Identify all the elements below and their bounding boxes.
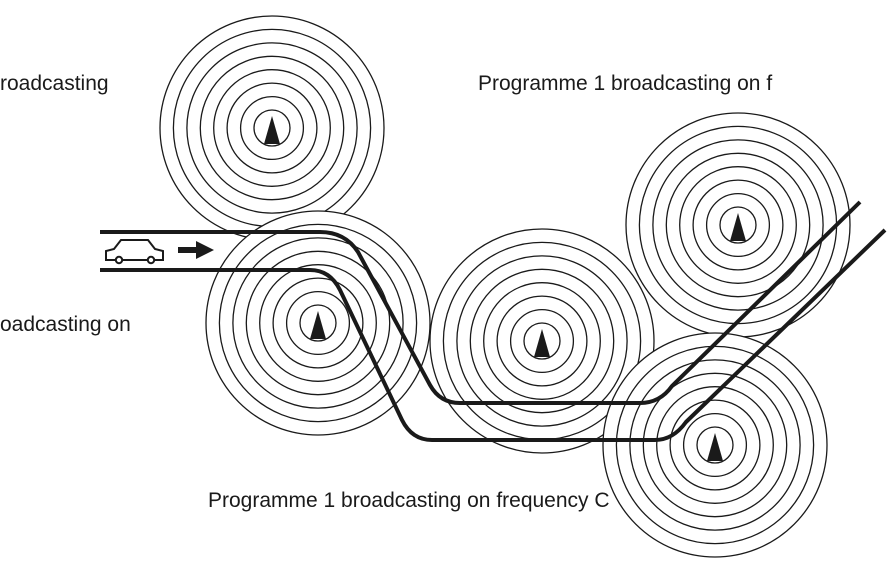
road-upper-edge <box>100 200 862 405</box>
signal-ring <box>456 255 628 427</box>
signal-ring <box>186 42 358 214</box>
label-top-right: Programme 1 broadcasting on f <box>478 72 773 95</box>
transmitter-4 <box>625 112 851 338</box>
antenna-icon <box>730 213 746 241</box>
label-middle-left: oadcasting on <box>0 313 131 336</box>
transmitter-2 <box>205 210 431 436</box>
signal-ring <box>199 55 345 201</box>
signal-ring <box>213 69 331 187</box>
signal-ring <box>656 386 774 504</box>
signal-ring <box>245 250 391 396</box>
label-top-left: roadcasting <box>0 72 109 95</box>
transmitter-1 <box>159 15 385 241</box>
signal-ring <box>253 109 291 147</box>
signal-ring <box>679 166 797 284</box>
signal-ring <box>652 139 824 311</box>
signal-ring <box>232 237 404 409</box>
signal-ring <box>669 399 761 491</box>
signal-ring <box>496 295 588 387</box>
signal-ring <box>705 192 771 258</box>
signal-ring <box>696 426 734 464</box>
signal-ring <box>285 290 351 356</box>
label-bottom: Programme 1 broadcasting on frequency C <box>208 489 610 512</box>
signal-ring <box>719 206 757 244</box>
signal-ring <box>259 264 377 382</box>
road-lower-edge <box>100 228 887 442</box>
signal-ring <box>483 282 601 400</box>
signal-ring <box>272 277 364 369</box>
signal-ring <box>509 308 575 374</box>
signal-ring <box>665 152 811 298</box>
antenna-icon <box>310 311 326 339</box>
antenna-icon <box>534 329 550 357</box>
arrow-right-icon <box>178 241 214 259</box>
signal-ring <box>218 223 418 423</box>
signal-ring <box>629 359 801 531</box>
transmitters <box>159 15 851 558</box>
transmitter-3 <box>429 228 655 454</box>
signal-ring <box>692 179 784 271</box>
signal-ring <box>523 322 561 360</box>
signal-ring <box>682 412 748 478</box>
signal-ring <box>299 304 337 342</box>
signal-ring <box>642 372 788 518</box>
signal-ring <box>239 95 305 161</box>
road <box>100 200 887 442</box>
antenna-icon <box>264 116 280 144</box>
signal-ring <box>226 82 318 174</box>
antenna-icon <box>707 433 723 461</box>
car-icon <box>105 239 164 265</box>
transmitter-5 <box>602 332 828 558</box>
signal-ring <box>469 268 615 414</box>
